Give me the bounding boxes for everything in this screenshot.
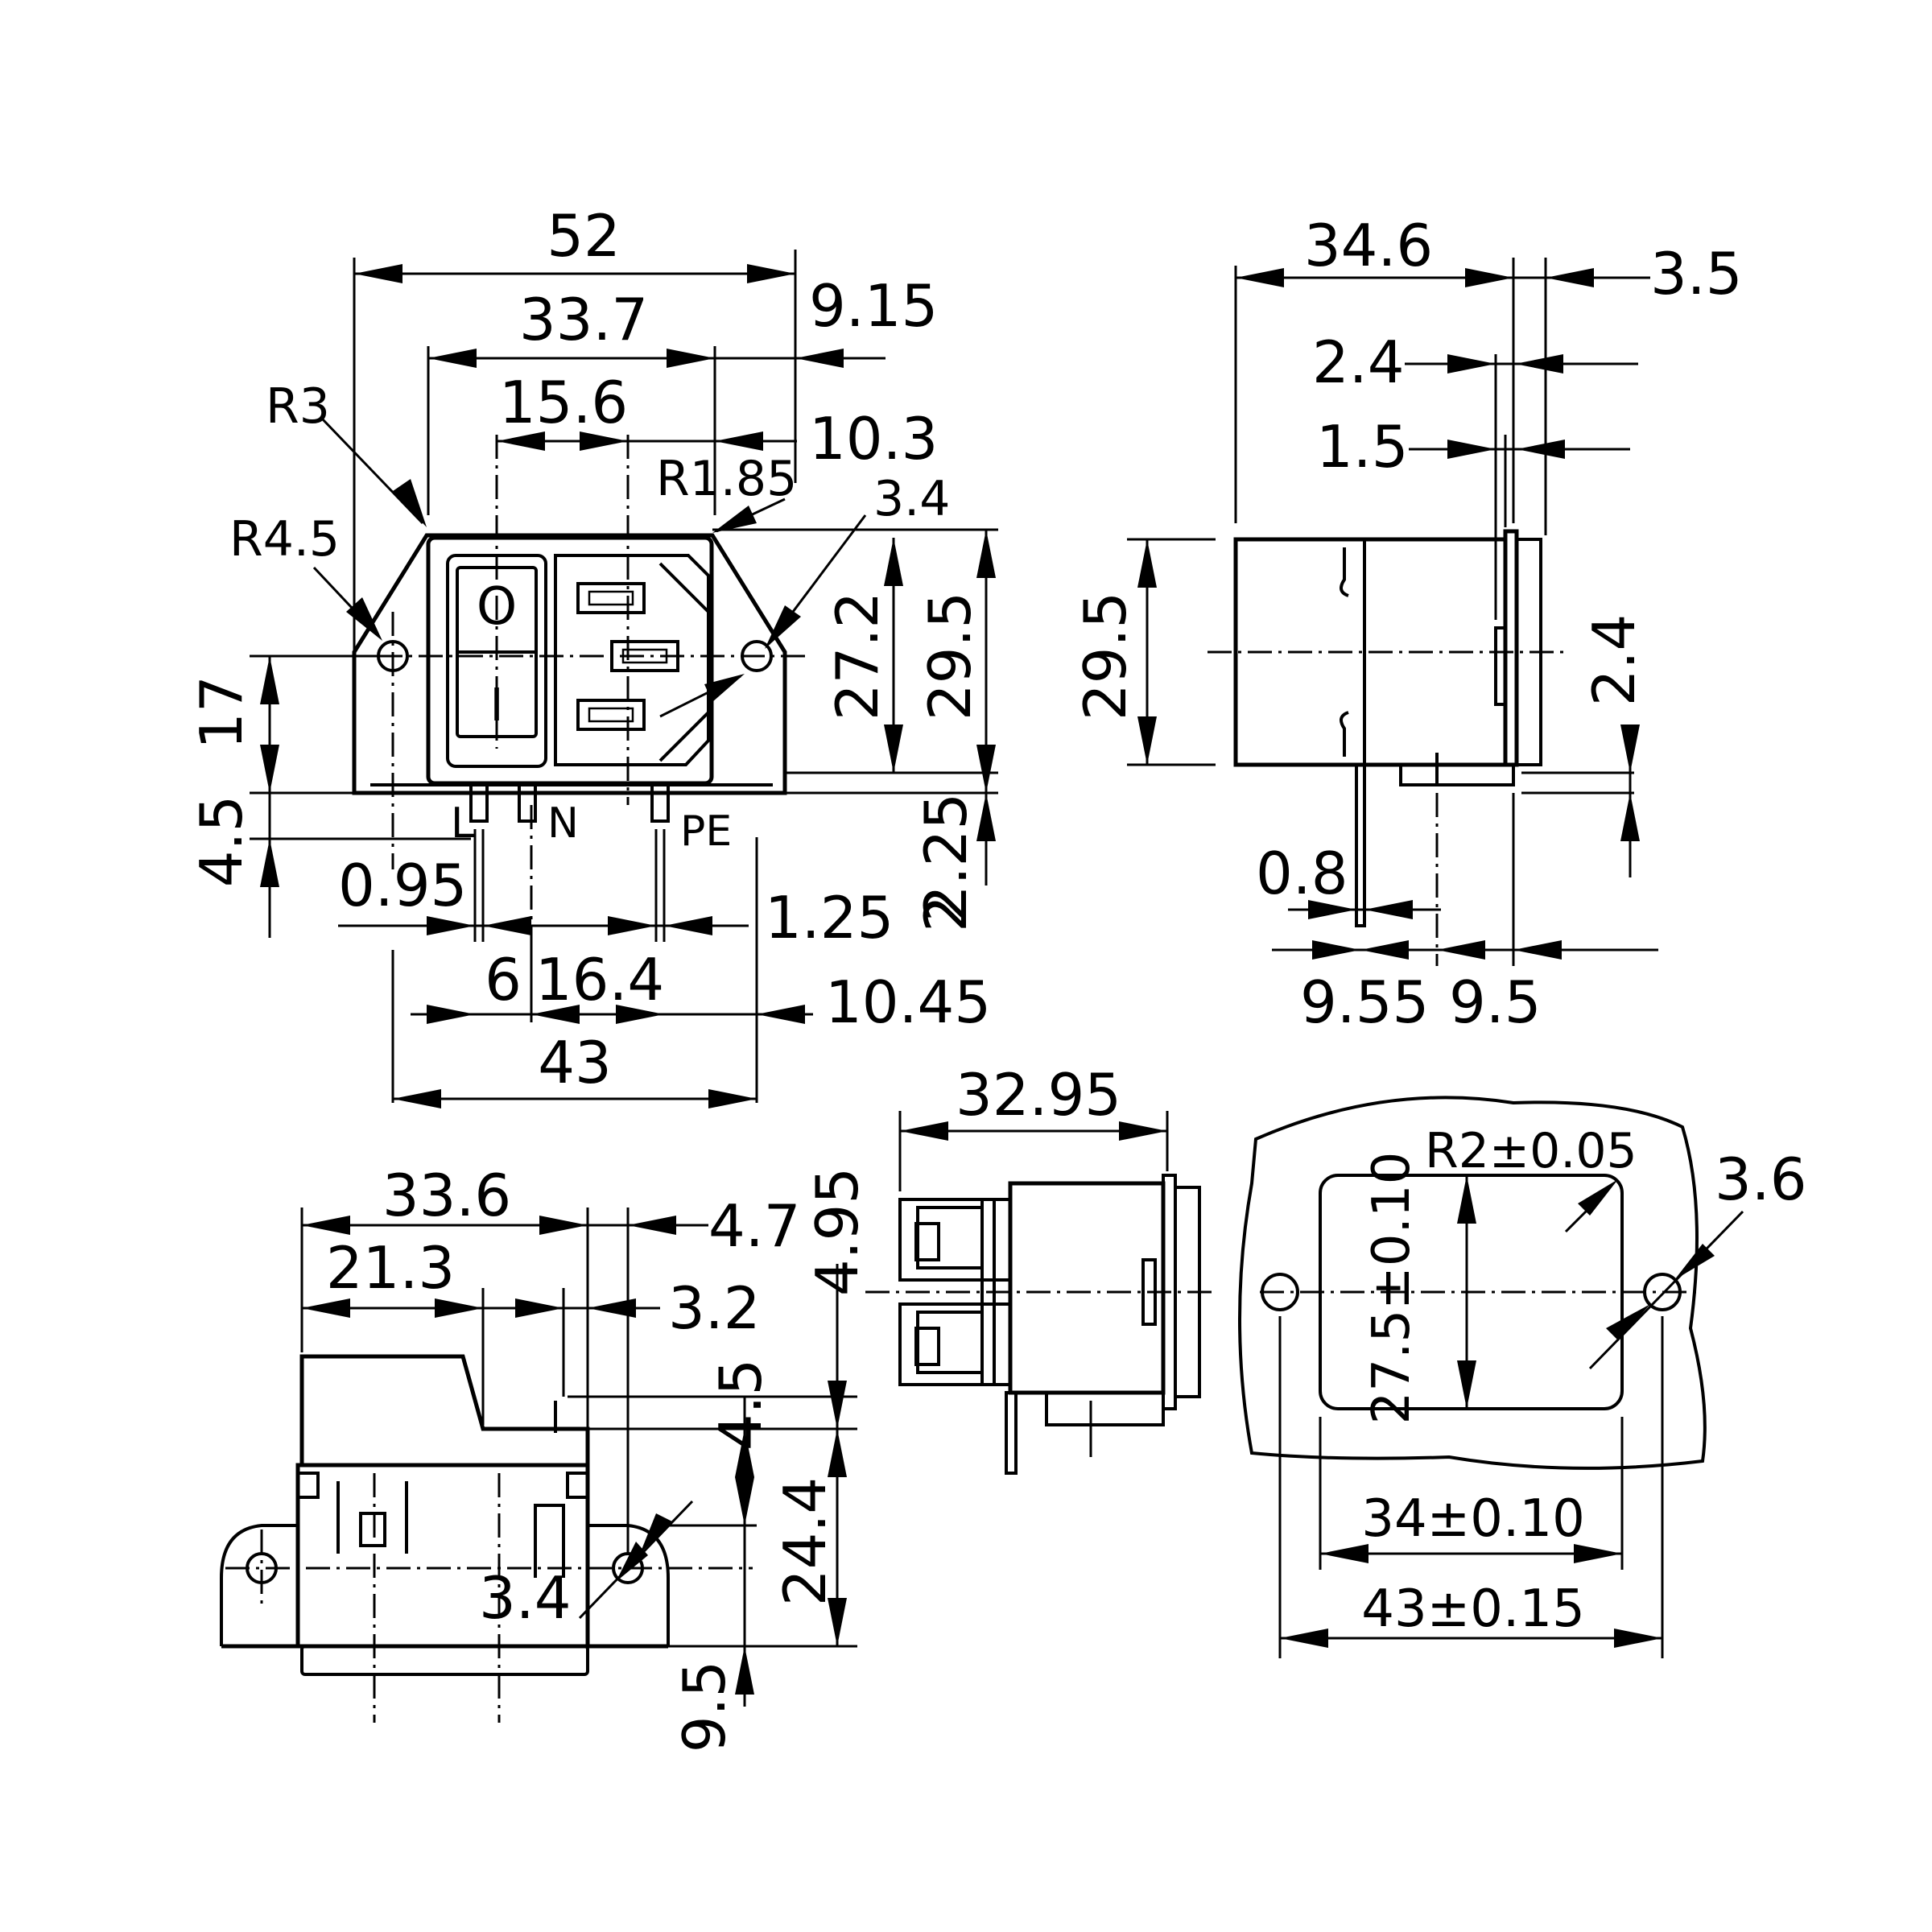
bottom-ear-right: [588, 1524, 670, 1646]
bottom-dim-3-4-label: 3.4: [479, 1564, 572, 1632]
leader-r3: [320, 417, 424, 525]
dim-33-7-label: 33.7: [519, 286, 648, 353]
inlet-socket-outline: [554, 554, 710, 766]
bottom-dim-33-6-label: 33.6: [382, 1162, 511, 1229]
side-pin: [1355, 765, 1366, 927]
cutout-dim-43-label: 43±0.15: [1361, 1579, 1585, 1639]
side-thin-plate: [1494, 626, 1507, 706]
bottom-view: 33.6 4.7 21.3 3.2 4.95 4.5 24.4 3.4 9.5: [220, 1162, 871, 1753]
dim-6-label: 6: [485, 946, 522, 1013]
dim-15-6-label: 15.6: [499, 369, 628, 436]
side-dim-34-6-label: 34.6: [1304, 212, 1433, 279]
side-dim-0-8-label: 0.8: [1256, 840, 1348, 907]
rear-term-t1: [914, 1222, 940, 1261]
bottom-dim-21-3-label: 21.3: [326, 1234, 455, 1302]
rear-view: 32.95: [865, 1061, 1216, 1475]
cutout-dim-34-label: 34±0.10: [1361, 1489, 1585, 1549]
cutout-leader-3-6: [1588, 1210, 1744, 1370]
bottom-latch-left: [298, 1472, 320, 1499]
side-latch-top: [1340, 547, 1349, 597]
inlet-chamfer: [658, 562, 710, 613]
rear-bracket: [1045, 1393, 1165, 1426]
pin-n: [518, 785, 537, 823]
bottom-front-plate: [300, 1645, 589, 1676]
rear-pin: [1005, 1391, 1018, 1475]
inlet-contact-top-inner: [588, 590, 634, 606]
dim-29-5-label: 29.5: [916, 592, 984, 720]
cutout-dim-3-6-label: 3.6: [1715, 1146, 1807, 1213]
bottom-dim-3-2-label: 3.2: [668, 1274, 761, 1342]
rear-term-t2: [914, 1327, 940, 1366]
bottom-pe-pin: [534, 1504, 565, 1578]
dim-27-2-label: 27.2: [824, 592, 891, 720]
side-dim-2-4v-label: 2.4: [1580, 614, 1648, 707]
dim-9-15-label: 9.15: [809, 272, 938, 340]
pin-pe-label: PE: [680, 807, 732, 856]
side-dim-3-5-label: 3.5: [1650, 240, 1743, 308]
dim-16-4-label: 16.4: [535, 946, 664, 1013]
dim-2-label: 2: [912, 895, 980, 932]
pin-n-label: N: [547, 799, 579, 848]
inlet-chamfer-2: [658, 711, 710, 762]
bottom-dim-4-5-label: 4.5: [707, 1359, 774, 1451]
dim-43-label: 43: [538, 1029, 612, 1096]
side-view: 34.6 3.5 2.4 1.5 29.5 2.4 0.8 9.55 9.5: [1071, 212, 1743, 1036]
side-dim-9-5-label: 9.5: [1449, 968, 1542, 1036]
side-dim-2-4-label: 2.4: [1312, 328, 1405, 396]
bottom-latch-right: [566, 1472, 588, 1499]
front-view: O I L N PE 52 33.7 9.15: [188, 202, 998, 1108]
dim-r3-label: R3: [266, 378, 330, 435]
bottom-dim-4-7-label: 4.7: [708, 1192, 801, 1260]
bottom-dim-9-5-label: 9.5: [671, 1661, 738, 1753]
side-bracket: [1399, 765, 1515, 786]
cutout-dim-r2-label: R2±0.05: [1425, 1123, 1637, 1179]
dim-0-95-label: 0.95: [338, 852, 467, 919]
bottom-dim-4-95-label: 4.95: [803, 1167, 871, 1296]
bottom-switch-housing: [299, 1354, 590, 1465]
side-dim-1-5-label: 1.5: [1316, 413, 1409, 481]
bottom-dim-24-4-label: 24.4: [771, 1477, 839, 1606]
dim-10-3-label: 10.3: [809, 405, 938, 473]
dim-r4-5-label: R4.5: [229, 511, 340, 568]
dim-4-5-label: 4.5: [188, 795, 255, 888]
rear-dim-32-95-label: 32.95: [956, 1061, 1121, 1129]
dim-r1-85-label: R1.85: [656, 451, 797, 507]
panel-cutout-view: R2±0.05 3.6 27.5±0.10 34±0.10 43±0.15: [1238, 1096, 1807, 1658]
side-dim-29-5-label: 29.5: [1071, 592, 1139, 720]
pin-pe: [650, 785, 670, 823]
front-flange-outline: [352, 533, 787, 795]
side-latch-bottom: [1340, 711, 1349, 757]
dim-2-25-label: 2.25: [912, 793, 980, 922]
panel-outline: [1238, 1096, 1707, 1470]
dim-3-4-label: 3.4: [873, 471, 950, 527]
bottom-contact: [359, 1512, 386, 1547]
side-flange: [1503, 529, 1519, 767]
rear-block-bot: [898, 1302, 1012, 1386]
dim-52-label: 52: [547, 202, 621, 270]
bottom-ear-left: [220, 1524, 298, 1646]
pin-l-label: L: [451, 799, 474, 848]
pin-l: [469, 785, 489, 823]
inlet-contact-bottom: [576, 699, 646, 731]
inlet-contact-bottom-inner: [588, 707, 634, 723]
inlet-contact-top: [576, 582, 646, 614]
dim-17-label: 17: [188, 675, 255, 749]
switch-on-symbol: I: [490, 679, 504, 732]
rear-block-top: [898, 1198, 1012, 1282]
cutout-dim-27-5-label: 27.5±0.10: [1362, 1152, 1422, 1425]
dim-10-45-label: 10.45: [825, 968, 991, 1036]
dim-1-25-label: 1.25: [765, 884, 894, 952]
rear-body: [1008, 1181, 1166, 1395]
side-dim-9-55-label: 9.55: [1300, 968, 1429, 1036]
